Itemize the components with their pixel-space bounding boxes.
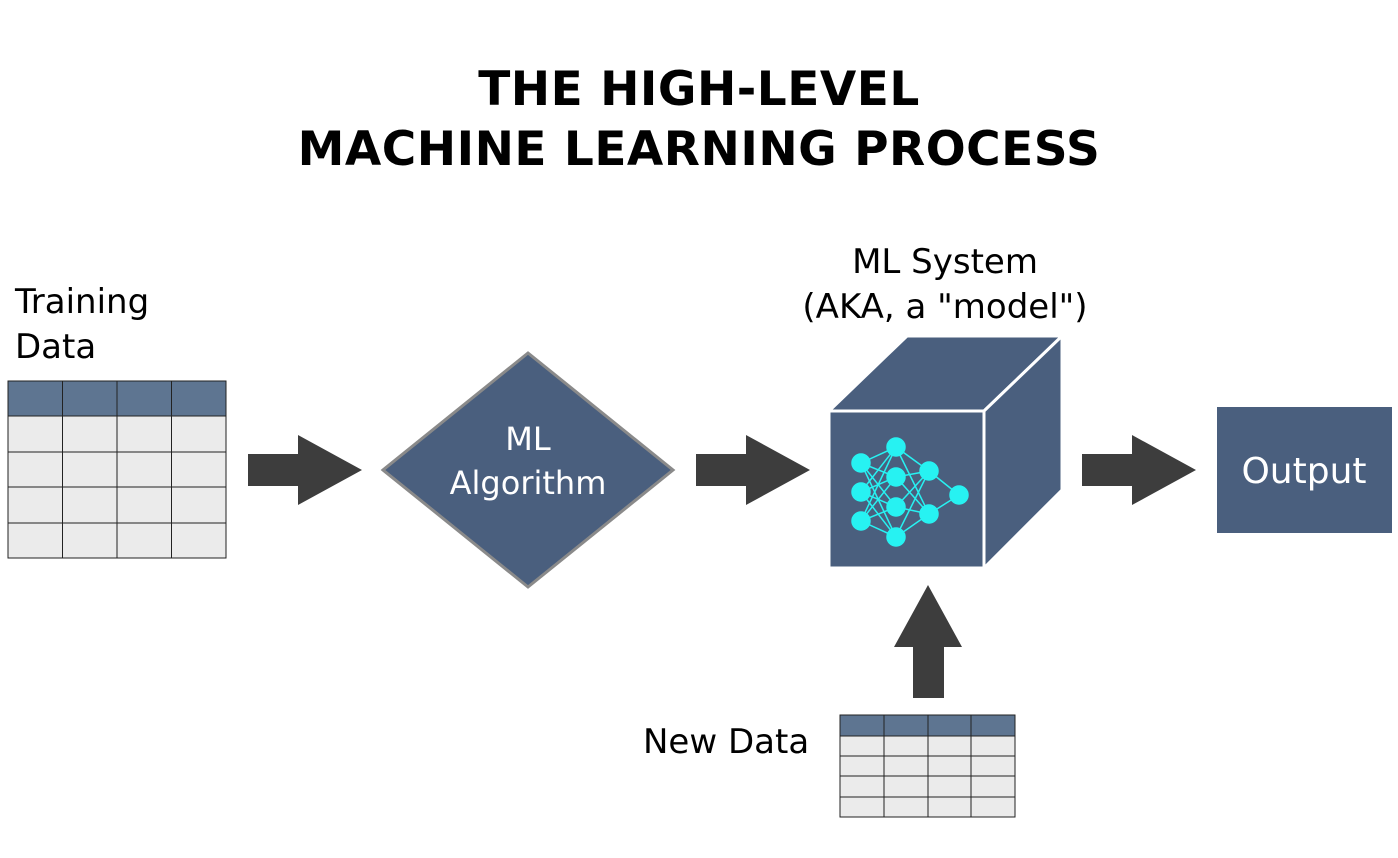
- ml-system-cube: [825, 332, 1066, 572]
- training-data-table: [7, 380, 227, 559]
- arrow-right-icon: [1082, 435, 1196, 505]
- output-node: Output: [1217, 407, 1392, 533]
- training-data-label-line-2: Data: [15, 327, 97, 367]
- title-line-2: MACHINE LEARNING PROCESS: [297, 122, 1101, 177]
- training-data-label-line-1: Training: [15, 282, 150, 322]
- ml-algorithm-label-line-1: ML: [505, 420, 551, 458]
- ml-algorithm-label-line-2: Algorithm: [450, 464, 607, 502]
- ml-algorithm-node: ML Algorithm: [380, 351, 676, 589]
- ml-system-label-line-1: ML System: [852, 242, 1038, 282]
- output-label: Output: [1241, 451, 1366, 492]
- new-data-label: New Data: [643, 722, 810, 762]
- diagram-title: THE HIGH-LEVEL MACHINE LEARNING PROCESS: [0, 60, 1398, 180]
- neural-network-icon: [851, 437, 969, 547]
- ml-system-label: ML System (AKA, a "model"): [800, 240, 1090, 330]
- arrow-right-icon: [248, 435, 362, 505]
- new-data-table: [839, 714, 1016, 818]
- title-line-1: THE HIGH-LEVEL: [478, 62, 920, 117]
- arrow-right-icon: [696, 435, 810, 505]
- arrow-up-icon: [894, 585, 962, 698]
- ml-system-label-line-2: (AKA, a "model"): [802, 287, 1088, 327]
- training-data-label: Training Data: [15, 280, 149, 370]
